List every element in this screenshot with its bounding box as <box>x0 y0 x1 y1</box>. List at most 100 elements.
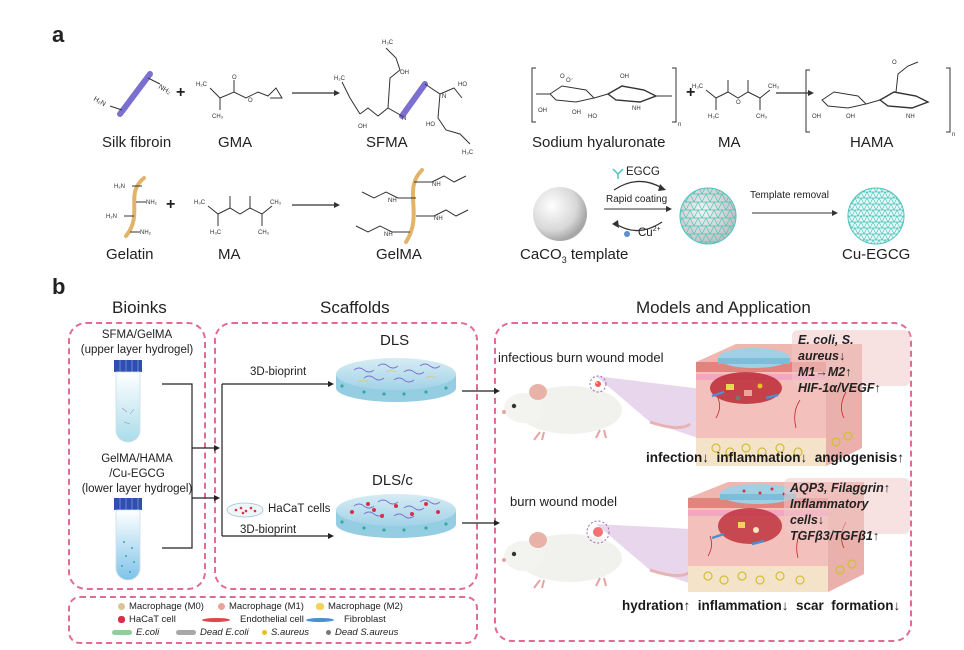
legend-label: E.coli <box>136 627 160 638</box>
svg-text:H₂C: H₂C <box>196 82 208 88</box>
ma-label-row2: MA <box>218 246 241 263</box>
saureus-icon <box>262 630 267 635</box>
cu-text: Cu <box>638 226 653 239</box>
sfma-label: SFMA <box>366 134 408 151</box>
legend-item-macrophage-m1: Macrophage (M1) <box>218 601 304 612</box>
svg-text:H₃C: H₃C <box>708 114 720 120</box>
template-text: template <box>566 246 629 263</box>
legend-item-endothelial: Endothelial cell <box>201 614 304 625</box>
ma-structure: H₃C CH₃ H₃C CH₃ <box>194 196 282 236</box>
coating-cycle-arrows <box>604 180 672 232</box>
svg-text:N: N <box>442 94 446 100</box>
scaffold-connector-lines <box>221 381 334 539</box>
reaction-arrow <box>292 90 340 96</box>
dls-label: DLS <box>380 332 410 349</box>
svg-text:H₂C: H₂C <box>334 76 346 82</box>
svg-text:HO: HO <box>458 82 467 88</box>
mouse-infectious-illustration <box>502 375 710 442</box>
cu-egcg-sphere <box>847 187 905 245</box>
gelatin-structure: H₂N NH₂ H₂N NH₂ <box>106 176 158 238</box>
legend-item-saureus: S.aureus <box>262 627 309 638</box>
svg-text:H₃C: H₃C <box>382 40 394 46</box>
scaffolds-box <box>214 322 478 590</box>
svg-text:NH: NH <box>384 232 393 238</box>
lower-bioink-label: GelMA/HAMA /Cu-EGCG (lower layer hydroge… <box>70 452 204 497</box>
template-removal-label: Template removal <box>750 190 829 201</box>
legend-label: Dead E.coli <box>200 627 249 638</box>
svg-text:CH₃: CH₃ <box>212 114 224 120</box>
legend-label: Macrophage (M2) <box>328 601 403 612</box>
cu-superscript: 2+ <box>652 226 661 233</box>
svg-text:N: N <box>402 116 406 122</box>
scaffold-to-model-arrow-bottom <box>462 520 500 526</box>
svg-text:O: O <box>736 100 741 106</box>
macrophage-m2-icon <box>316 603 324 610</box>
legend-item-macrophage-m0: Macrophage (M0) <box>118 601 204 612</box>
svg-text:O: O <box>248 98 253 104</box>
ma-structure: H₃C CH₃ H₃C CH₃ O <box>692 80 780 120</box>
hacat-cells-label: HaCaT cells <box>268 503 331 515</box>
finding-macrophage: M1→M2↑ <box>798 365 852 379</box>
rapid-coating-label: Rapid coating <box>606 194 668 205</box>
models-box <box>494 322 912 642</box>
finding-tgf: TGFβ3/TGFβ1↑ <box>790 529 880 543</box>
svg-text:NH: NH <box>906 114 915 120</box>
caco3-text: CaCO <box>520 246 562 263</box>
svg-text:OH: OH <box>572 110 581 116</box>
scaffolds-title: Scaffolds <box>320 298 390 317</box>
svg-text:CH₃: CH₃ <box>768 84 780 90</box>
caco3-subscript: 3 <box>561 255 567 265</box>
svg-text:H₂N: H₂N <box>106 214 117 220</box>
infectious-outcomes: infection↓ inflammation↓ angiogenisis↑ <box>646 450 905 465</box>
silk-fibroin-structure: NH₂ H₂N <box>92 71 172 117</box>
finding-aqp3-filaggrin: AQP3, Filaggrin↑ <box>790 481 891 495</box>
legend-label: S.aureus <box>271 627 310 638</box>
sfma-structure: H₃C H₂C OH OH N N HO HO H₃C <box>334 40 474 156</box>
dlsc-label: DLS/c <box>372 472 413 489</box>
svg-text:OH: OH <box>846 114 855 120</box>
panel-b-label: b <box>52 274 66 299</box>
finding-inflammatory-cells: Inflammatory cells↓ <box>790 497 869 527</box>
upper-bioink-name: SFMA/GelMA <box>101 329 173 341</box>
svg-text:NH: NH <box>434 216 443 222</box>
bioinks-title: Bioinks <box>112 298 167 317</box>
svg-text:O⁻: O⁻ <box>566 78 574 84</box>
lower-bioink-name-2: /Cu-EGCG <box>109 468 165 480</box>
gelma-structure: NH NH NH NH <box>355 168 469 244</box>
svg-text:HO: HO <box>426 122 435 128</box>
finding-bacteria: E. coli, S. aureus↓ <box>798 333 854 363</box>
svg-text:H₂N: H₂N <box>114 184 125 190</box>
bioinks-box <box>68 322 206 590</box>
caco3-template-label: CaCO3 template <box>520 246 628 265</box>
legend-item-fibroblast: Fibroblast <box>305 614 386 625</box>
svg-text:OH: OH <box>812 114 821 120</box>
legend-label: Macrophage (M1) <box>229 601 304 612</box>
svg-text:NH₂: NH₂ <box>157 84 172 97</box>
hama-structure: O OH OH NH n <box>805 60 955 138</box>
svg-text:NH: NH <box>388 198 397 204</box>
svg-text:OH: OH <box>620 74 629 80</box>
svg-text:H₂N: H₂N <box>92 96 107 108</box>
svg-text:NH: NH <box>432 182 441 188</box>
svg-text:CH₃: CH₃ <box>756 114 768 120</box>
infectious-model-label: infectious burn wound model <box>498 350 664 365</box>
scaffold-to-model-arrow-top <box>462 388 500 394</box>
sodium-hyaluronate-structure: O O⁻ OH OH HO OH NH n <box>531 67 681 128</box>
gelatin-label: Gelatin <box>106 246 154 263</box>
gma-structure: H₂C CH₃ O O <box>196 75 283 120</box>
silk-fibroin-label: Silk fibroin <box>102 134 172 151</box>
svg-text:H₃C: H₃C <box>210 230 222 236</box>
plus-sign: + <box>686 84 696 101</box>
plus-sign: + <box>176 84 186 101</box>
svg-text:OH: OH <box>538 108 547 114</box>
svg-text:NH₂: NH₂ <box>140 230 152 236</box>
lower-bioink-name: GelMA/HAMA <box>101 453 173 465</box>
legend-item-dead-saureus: Dead S.aureus <box>326 627 398 638</box>
legend-label: Fibroblast <box>344 614 386 625</box>
upper-hydrogel-tube <box>114 360 142 443</box>
hacat-dish-icon <box>226 502 264 518</box>
svg-text:O: O <box>232 75 237 81</box>
cu-egcg-label: Cu-EGCG <box>842 246 911 263</box>
macrophage-m1-icon <box>218 603 225 610</box>
egcg-icon <box>612 168 624 179</box>
